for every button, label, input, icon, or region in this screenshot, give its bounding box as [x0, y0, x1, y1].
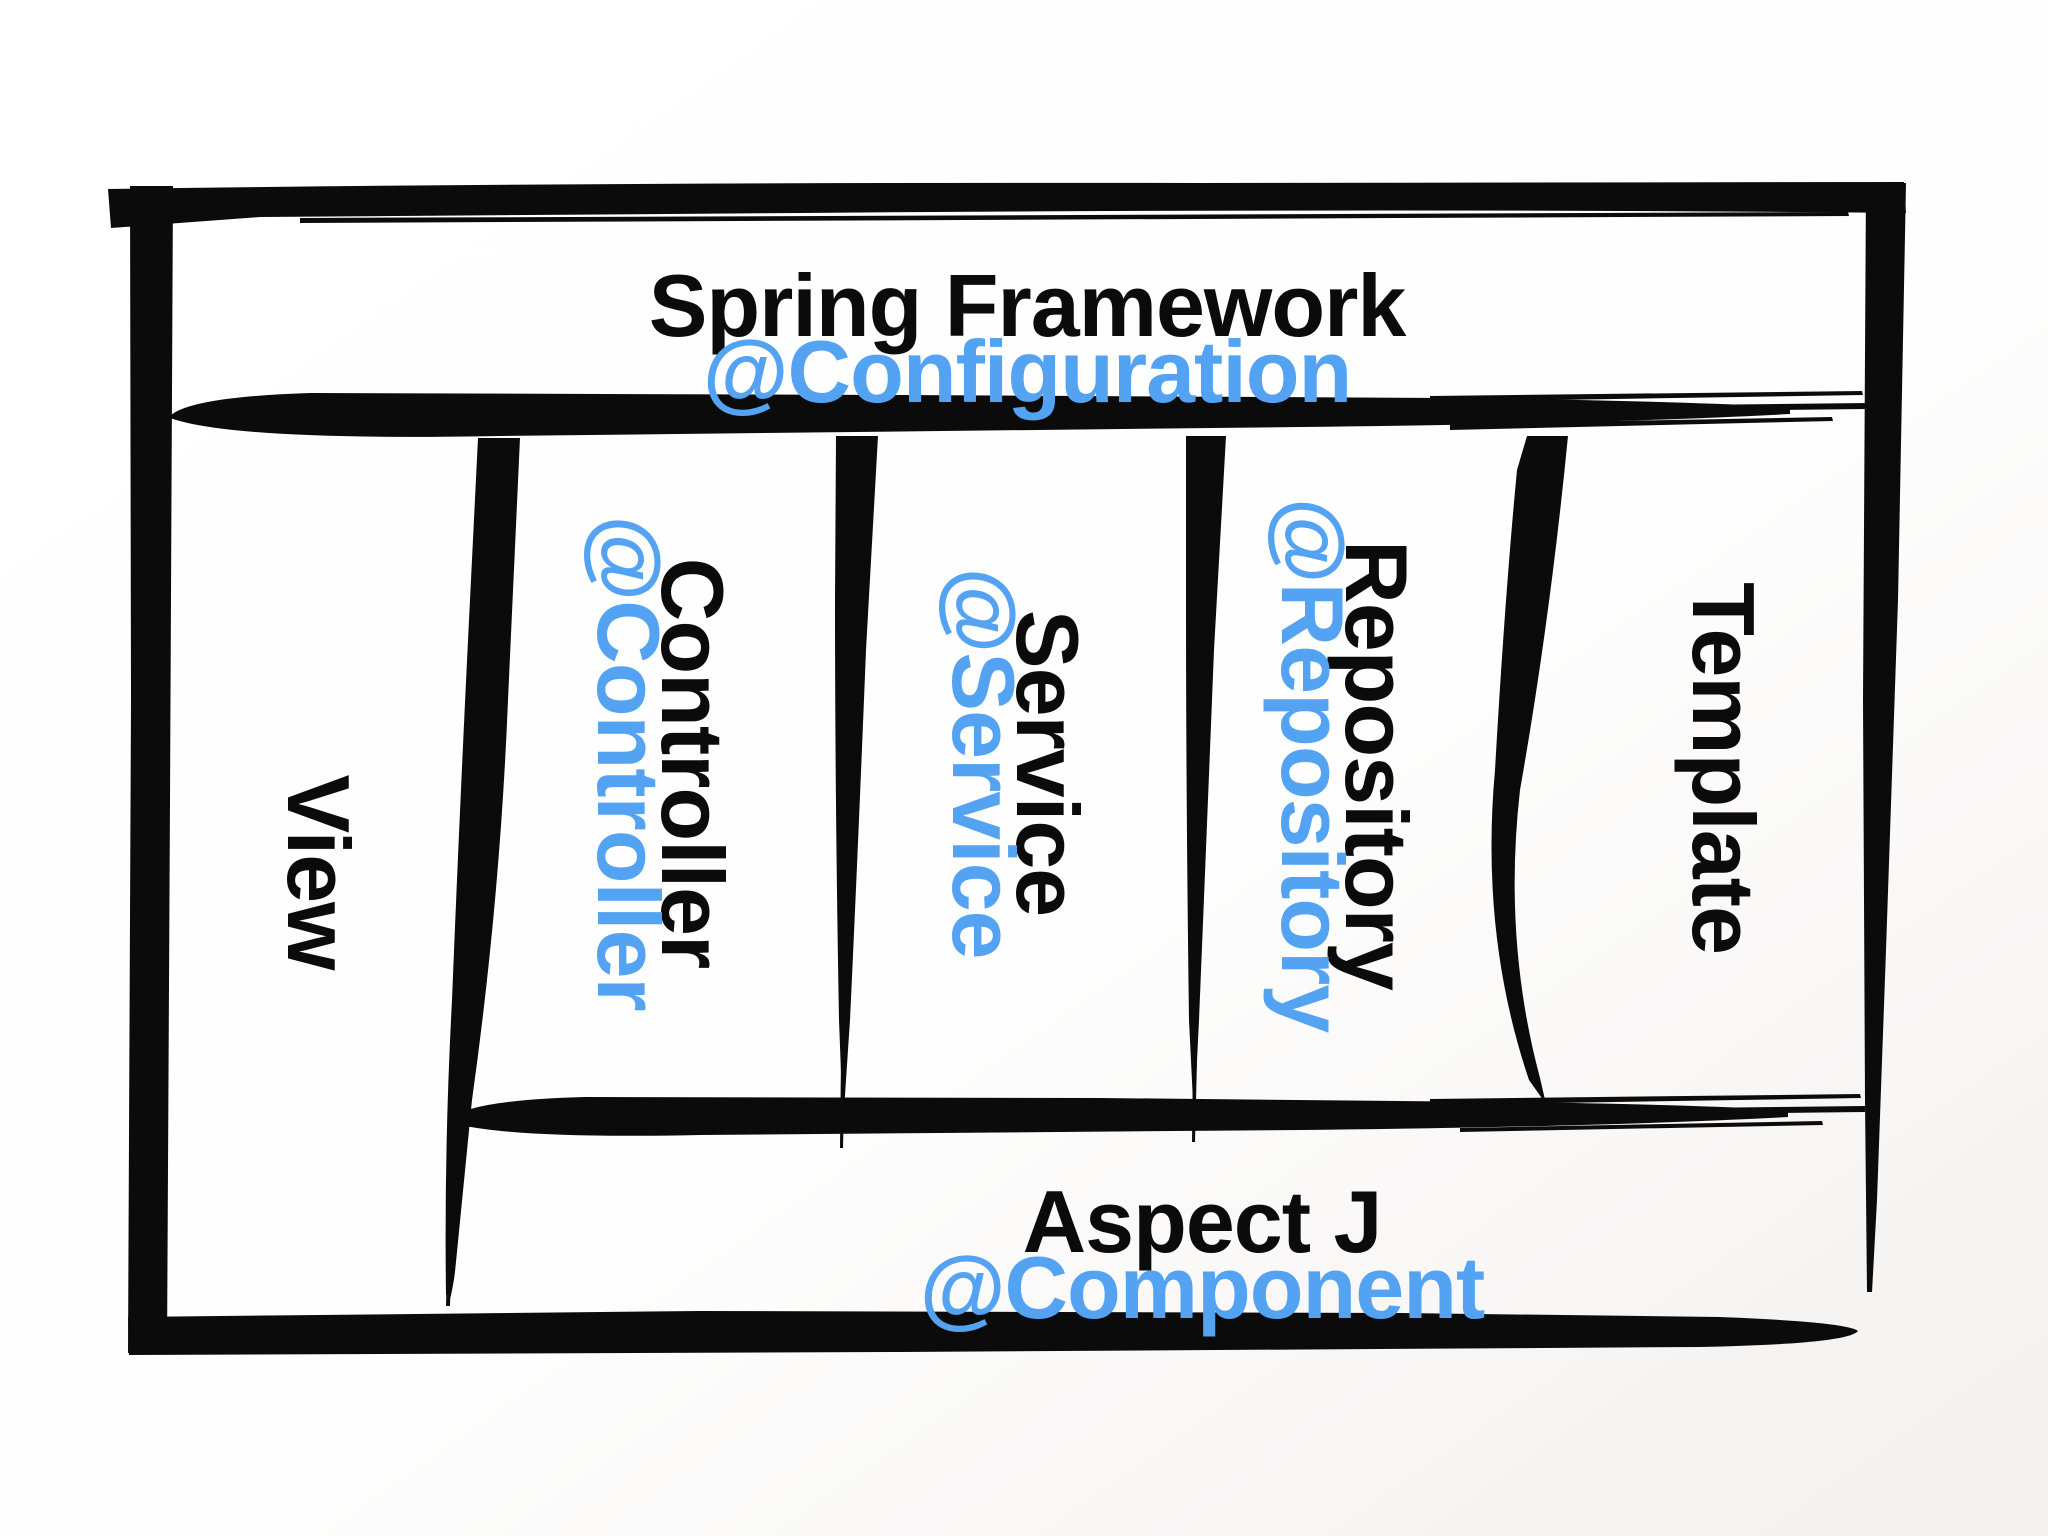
column-service: Service @Service: [934, 567, 1097, 959]
aspect-separator-stroke: [452, 1097, 1788, 1136]
footer-annotation: @Component: [919, 1238, 1486, 1337]
aspect-separator-streak-3: [1460, 1121, 1823, 1132]
frame-left-stroke: [128, 186, 173, 1353]
header-separator-streak-3: [1450, 417, 1833, 430]
column-controller: Controller @Controller: [579, 515, 742, 1011]
header-separator-streak-2: [1500, 403, 1868, 413]
divider-view-controller-wisp: [446, 1230, 452, 1306]
divider-controller-service-stroke: [835, 436, 878, 1125]
header-separator-stroke: [170, 393, 1790, 437]
divider-controller-service-wisp: [840, 1060, 845, 1148]
footer-title: Aspect J: [1022, 1172, 1383, 1271]
frame-right-stroke: [1863, 183, 1906, 1292]
column-view: View: [269, 774, 368, 970]
aspect-separator-streak-2: [1500, 1106, 1865, 1116]
footer-block: Aspect J @Component: [919, 1172, 1486, 1337]
column-annotation-controller: @Controller: [579, 515, 678, 1011]
column-template: Template: [1674, 582, 1773, 954]
divider-repository-template-stroke: [1491, 436, 1568, 1104]
header-annotation: @Configuration: [702, 322, 1353, 421]
column-annotation-repository: @Repository: [1263, 497, 1362, 1033]
column-annotation-service: @Service: [934, 567, 1033, 959]
header-separator-streak-1: [1430, 391, 1863, 402]
aspect-separator-streak-1: [1430, 1094, 1861, 1105]
header-title: Spring Framework: [648, 256, 1407, 355]
column-repository: Repository @Repository: [1263, 497, 1426, 1033]
frame-bottom-stroke: [128, 1311, 1858, 1355]
frame-top-echo-stroke: [300, 212, 1849, 223]
divider-service-repository-stroke: [1186, 436, 1226, 1122]
header-block: Spring Framework @Configuration: [648, 256, 1407, 421]
divider-view-controller-stroke: [445, 438, 520, 1302]
frame-top-stroke: [108, 182, 1906, 228]
column-label-view: View: [269, 774, 368, 970]
column-label-template: Template: [1674, 582, 1773, 954]
divider-service-repository-wisp: [1192, 1060, 1197, 1142]
